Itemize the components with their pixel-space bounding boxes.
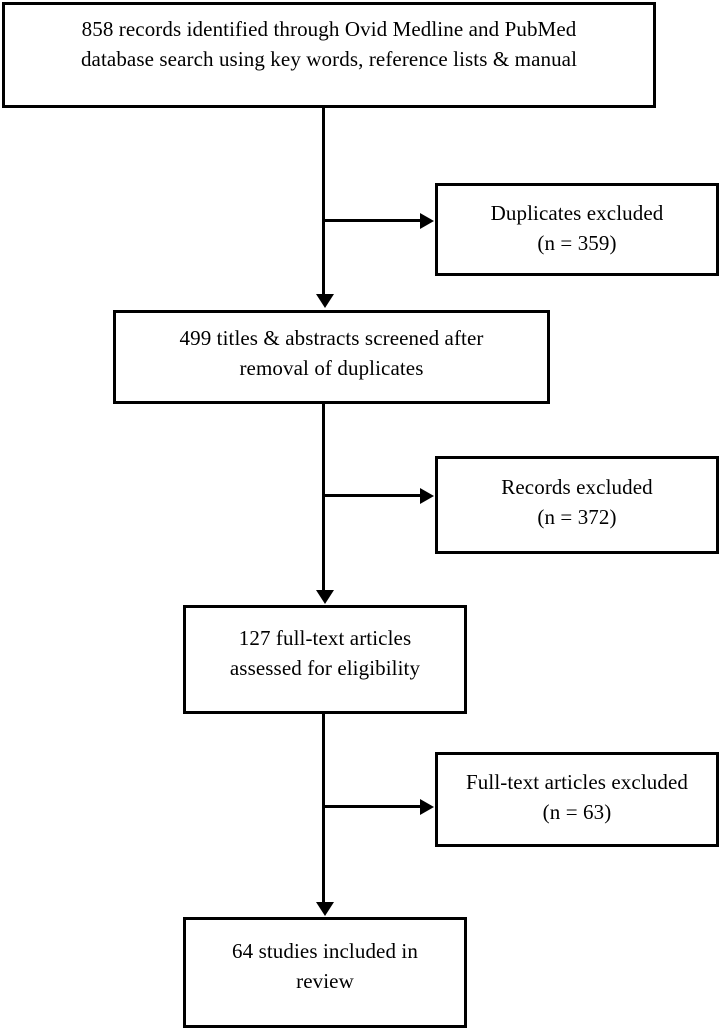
full-text-assessed-text: 127 full-text articles assessed for elig… bbox=[229, 626, 421, 680]
studies-included-box: 64 studies included in review bbox=[183, 917, 467, 1028]
studies-included-text: 64 studies included in review bbox=[232, 939, 418, 993]
arrowhead-into-duplicates-box bbox=[420, 213, 434, 229]
records-excluded-text: Records excluded (n = 372) bbox=[501, 475, 653, 529]
connector-to-duplicates-line bbox=[322, 219, 422, 222]
records-excluded-box: Records excluded (n = 372) bbox=[435, 456, 719, 554]
arrowhead-into-records-excluded-box bbox=[420, 488, 434, 504]
full-text-excluded-text: Full-text articles excluded (n = 63) bbox=[466, 770, 688, 824]
connector-to-fulltext-excluded-line bbox=[322, 805, 422, 808]
titles-abstracts-screened-text: 499 titles & abstracts screened after re… bbox=[179, 326, 484, 380]
connector-fulltext-to-included-line bbox=[322, 714, 325, 904]
duplicates-excluded-box: Duplicates excluded (n = 359) bbox=[435, 183, 719, 276]
records-identified-text: 858 records identified through Ovid Medl… bbox=[80, 17, 578, 71]
records-identified-box: 858 records identified through Ovid Medl… bbox=[2, 2, 656, 108]
full-text-excluded-box: Full-text articles excluded (n = 63) bbox=[435, 752, 719, 847]
connector-to-records-excluded-line bbox=[322, 494, 422, 497]
duplicates-excluded-text: Duplicates excluded (n = 359) bbox=[490, 201, 664, 255]
connector-identified-to-screened-line bbox=[322, 108, 325, 296]
arrowhead-into-screened-box bbox=[316, 294, 334, 308]
arrowhead-into-included-box bbox=[316, 902, 334, 916]
connector-screened-to-fulltext-line bbox=[322, 404, 325, 592]
arrowhead-into-fulltext-excluded-box bbox=[420, 799, 434, 815]
titles-abstracts-screened-box: 499 titles & abstracts screened after re… bbox=[113, 310, 550, 404]
full-text-assessed-box: 127 full-text articles assessed for elig… bbox=[183, 605, 467, 714]
arrowhead-into-fulltext-box bbox=[316, 590, 334, 604]
